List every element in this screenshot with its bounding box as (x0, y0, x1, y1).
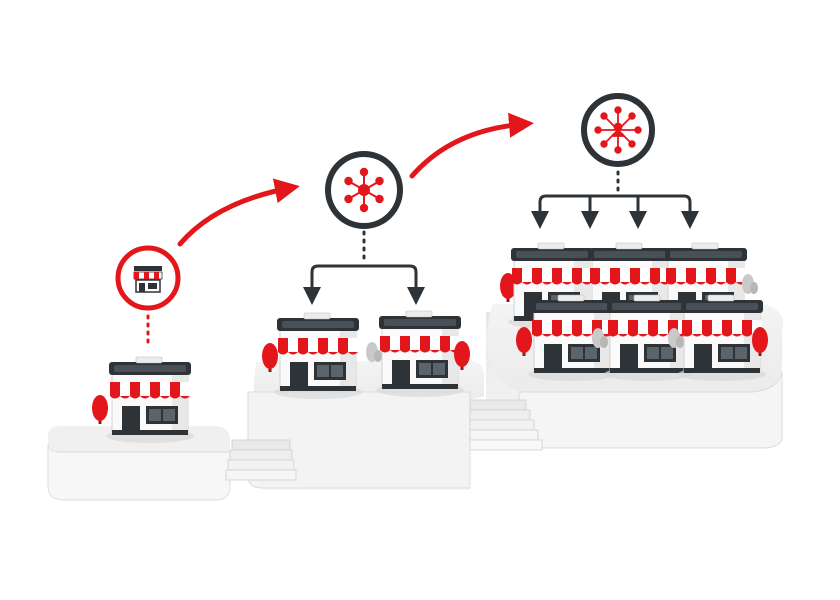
hub-stage-3 (581, 93, 655, 167)
growth-arrow-1 (177, 178, 300, 247)
distribution-lines-stage-2 (303, 264, 425, 305)
growth-arrow-2 (409, 112, 534, 179)
distribution-lines-stage-3 (531, 194, 699, 229)
hub-stage-2 (325, 151, 403, 229)
stage-3-scene (500, 242, 768, 382)
network-people-hub-icon (594, 106, 642, 154)
storefront-icon (133, 266, 163, 293)
bush (366, 342, 382, 362)
store (273, 312, 363, 400)
store (375, 310, 465, 398)
stairs-stage-2-to-3 (469, 399, 543, 451)
hub-stage-1 (115, 245, 181, 311)
bush (742, 274, 758, 294)
tree (92, 395, 108, 424)
network-hub-icon (344, 167, 384, 213)
stairs-stage-1-to-2 (225, 439, 297, 481)
store (105, 356, 195, 444)
